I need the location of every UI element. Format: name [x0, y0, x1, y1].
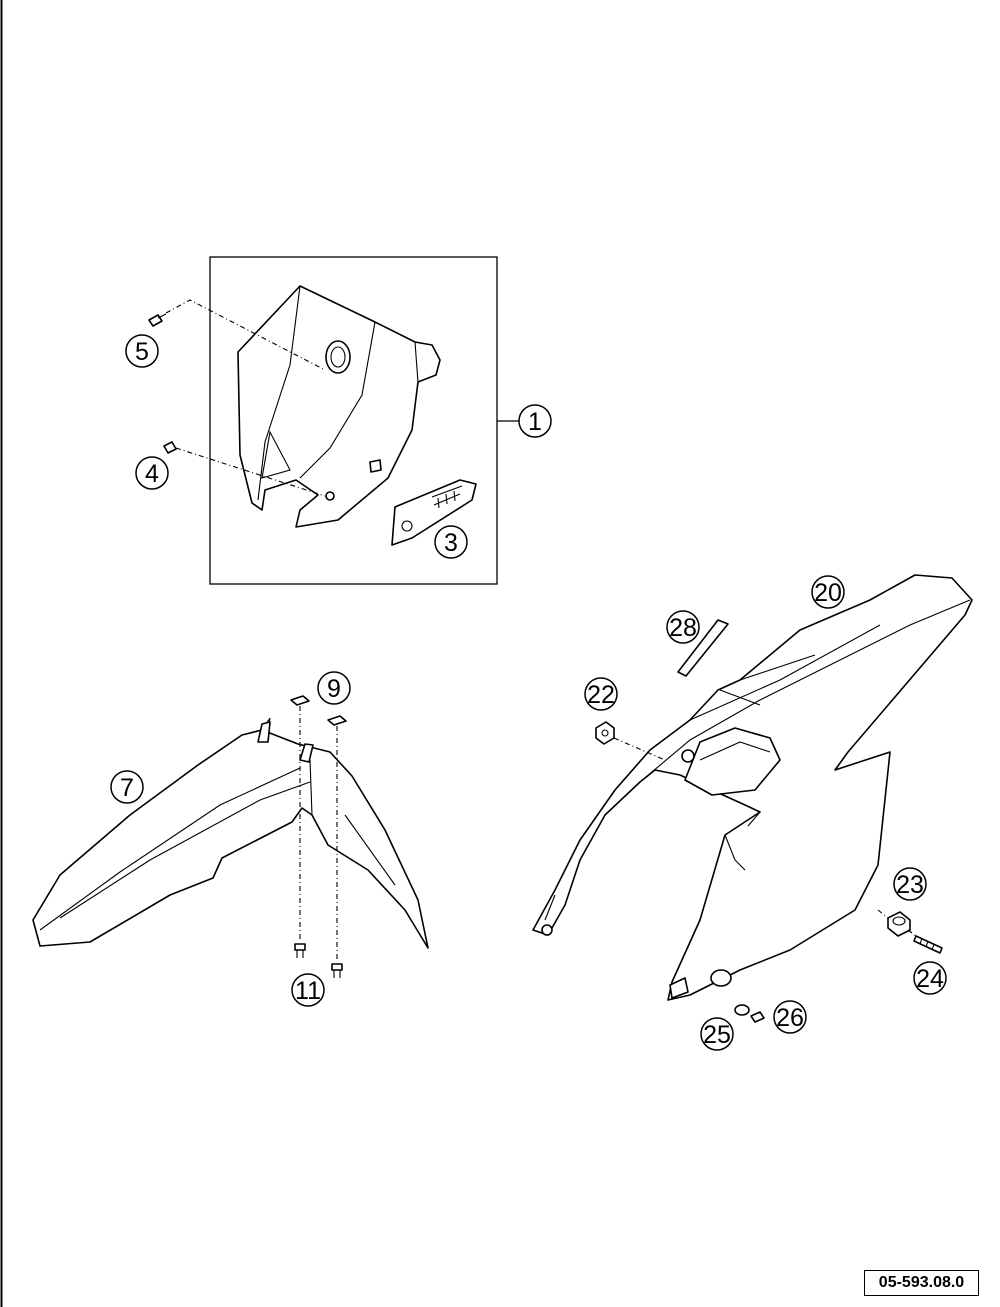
callout-4: 4	[135, 456, 169, 490]
leader-line-22	[613, 737, 666, 761]
callout-23-label: 23	[896, 871, 924, 899]
callout-5-label: 5	[135, 338, 149, 366]
leader-line-23	[877, 909, 889, 919]
callout-25-label: 25	[703, 1021, 731, 1049]
callout-20: 20	[811, 575, 845, 609]
nut-22-part	[595, 721, 615, 745]
callout-11: 11	[291, 973, 325, 1007]
bolt-11-part	[294, 943, 343, 978]
washer-25-part	[734, 1004, 750, 1016]
callout-4-label: 4	[145, 460, 159, 488]
callout-26-label: 26	[776, 1004, 804, 1032]
callout-3-label: 3	[444, 529, 458, 557]
number-plate-decal-part	[391, 479, 477, 546]
callout-7-label: 7	[120, 774, 134, 802]
callout-20-label: 20	[814, 579, 842, 607]
callout-22: 22	[584, 677, 618, 711]
washer-9-part	[290, 695, 347, 726]
screw-24-part	[913, 935, 943, 954]
screw-5-part	[148, 313, 167, 327]
callout-7: 7	[110, 770, 144, 804]
callout-24: 24	[913, 961, 947, 995]
callout-3: 3	[434, 525, 468, 559]
callout-23: 23	[893, 867, 927, 901]
rear-fender-part	[532, 574, 973, 1001]
screw-26-part	[750, 1011, 765, 1023]
decal-28-part	[677, 619, 729, 677]
callout-26: 26	[773, 1000, 807, 1034]
callout-25: 25	[700, 1017, 734, 1051]
leader-line-5	[165, 299, 326, 371]
front-fender-part	[32, 717, 429, 949]
callout-28: 28	[666, 610, 700, 644]
callout-28-label: 28	[669, 614, 697, 642]
number-plate-part	[237, 285, 441, 528]
leader-line-4	[175, 447, 326, 497]
callout-24-label: 24	[916, 965, 944, 993]
drawing-code: 05-593.08.0	[864, 1270, 979, 1296]
callout-22-label: 22	[587, 681, 615, 709]
callout-9: 9	[317, 671, 351, 705]
callout-1-label: 1	[528, 408, 542, 436]
callout-5: 5	[125, 334, 159, 368]
callout-1: 1	[518, 404, 552, 438]
callout-11-label: 11	[295, 977, 321, 1005]
screw-4-part	[163, 441, 177, 454]
callout-9-label: 9	[327, 675, 341, 703]
bushing-23-part	[887, 911, 911, 937]
leader-line-24	[907, 929, 917, 937]
